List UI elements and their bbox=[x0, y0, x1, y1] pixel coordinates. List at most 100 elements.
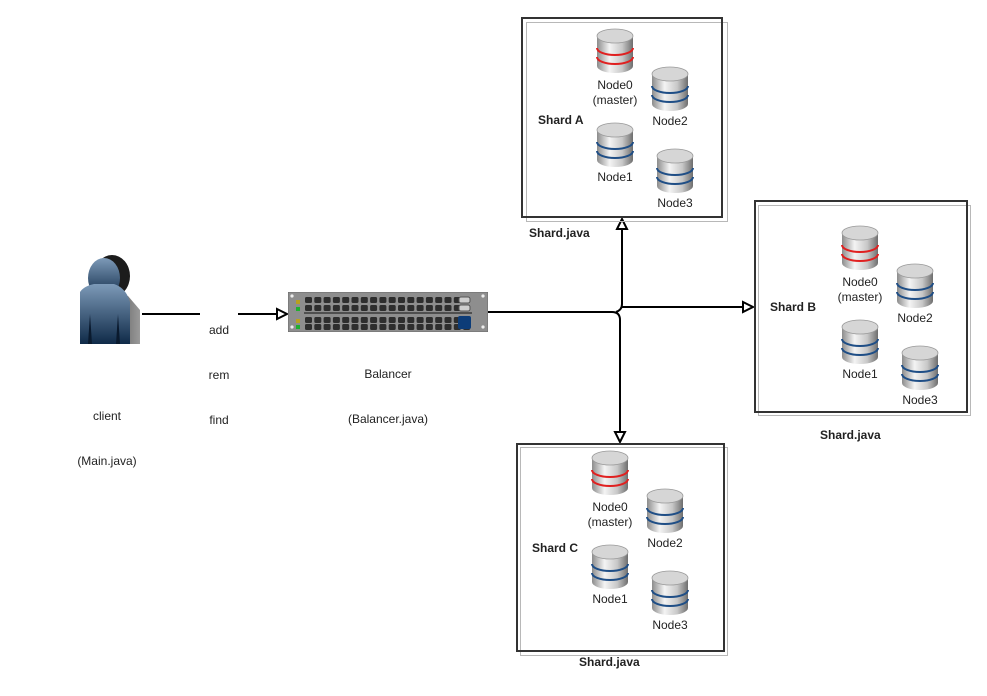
shard-b-node3-label: Node3 bbox=[880, 393, 960, 408]
rack-port bbox=[323, 324, 331, 330]
database-icon bbox=[596, 122, 634, 167]
shard-c-node2[interactable] bbox=[646, 488, 684, 539]
shard-c-container[interactable]: Shard C bbox=[516, 443, 725, 652]
rack-port bbox=[425, 317, 433, 323]
rack-screw bbox=[481, 325, 485, 329]
shard-a-container[interactable]: Shard A bbox=[521, 17, 723, 218]
shard-a-node2[interactable] bbox=[651, 66, 689, 117]
shard-c-node3-label: Node3 bbox=[630, 618, 710, 633]
node-role: (master) bbox=[592, 93, 638, 107]
rack-port bbox=[416, 305, 424, 311]
rack-drive bbox=[458, 296, 471, 304]
rack-port bbox=[370, 317, 378, 323]
rack-port bbox=[332, 324, 340, 330]
rack-panel bbox=[458, 316, 471, 329]
shard-a-node0[interactable] bbox=[596, 28, 634, 79]
client-file: (Main.java) bbox=[77, 454, 137, 468]
rack-port bbox=[407, 305, 415, 311]
rack-drive bbox=[458, 304, 471, 312]
shard-b-node0[interactable] bbox=[841, 225, 879, 276]
rack-port bbox=[416, 317, 424, 323]
balancer-file: (Balancer.java) bbox=[347, 412, 429, 426]
shard-c-node0[interactable] bbox=[591, 450, 629, 501]
node-name: Node2 bbox=[652, 114, 688, 128]
rack-port bbox=[305, 324, 312, 330]
rack-port bbox=[379, 317, 387, 323]
node-name: Node3 bbox=[657, 196, 693, 210]
rack-port bbox=[407, 324, 415, 330]
rack-port bbox=[435, 305, 443, 311]
rack-port bbox=[305, 305, 312, 311]
rack-port bbox=[398, 324, 405, 330]
rack-port bbox=[425, 297, 433, 303]
shard-c-node3[interactable] bbox=[651, 570, 689, 621]
shard-c-node1-label: Node1 bbox=[570, 592, 650, 607]
arrowhead-shard-c bbox=[613, 431, 627, 445]
edge-label-ops: add rem find bbox=[200, 293, 238, 443]
rack-port bbox=[444, 305, 452, 311]
arrowhead-balancer bbox=[276, 307, 290, 321]
database-icon bbox=[651, 570, 689, 615]
shard-b-node3[interactable] bbox=[901, 345, 939, 396]
node-name: Node1 bbox=[842, 367, 878, 381]
arrowhead-shard-a bbox=[615, 216, 629, 230]
shard-a-node0-label: Node0(master) bbox=[575, 78, 655, 108]
node-name: Node3 bbox=[902, 393, 938, 407]
database-icon bbox=[596, 28, 634, 73]
node-name: Node3 bbox=[652, 618, 688, 632]
rack-port bbox=[332, 317, 340, 323]
rack-port bbox=[323, 305, 331, 311]
client-name: client bbox=[92, 409, 121, 423]
op-rem: rem bbox=[208, 368, 230, 382]
shard-c-node1[interactable] bbox=[591, 544, 629, 595]
shard-b-title: Shard B bbox=[770, 300, 817, 314]
rack-port bbox=[379, 305, 387, 311]
node-name: Node1 bbox=[597, 170, 633, 184]
rack-port bbox=[351, 324, 359, 330]
rack-screw bbox=[290, 294, 294, 298]
rack-port bbox=[360, 297, 368, 303]
client-label: client (Main.java) bbox=[62, 379, 152, 484]
rack-port bbox=[370, 324, 378, 330]
node-name: Node0 bbox=[597, 78, 633, 92]
rack-port bbox=[351, 305, 359, 311]
rack-port bbox=[444, 317, 452, 323]
rack-port bbox=[388, 324, 396, 330]
led-amber bbox=[296, 319, 300, 323]
node-name: Node1 bbox=[592, 592, 628, 606]
node-name: Node2 bbox=[897, 311, 933, 325]
rack-port bbox=[342, 297, 350, 303]
server-rack-icon bbox=[287, 291, 489, 333]
led-green bbox=[296, 307, 300, 311]
shard-a-shadow bbox=[526, 22, 728, 222]
rack-port bbox=[435, 317, 443, 323]
node-role: (master) bbox=[837, 290, 883, 304]
client-node[interactable] bbox=[72, 254, 144, 351]
rack-port bbox=[323, 297, 331, 303]
database-icon bbox=[901, 345, 939, 390]
shard-a-node3-label: Node3 bbox=[635, 196, 715, 211]
shard-b-container[interactable]: Shard B bbox=[754, 200, 968, 413]
shard-c-node2-label: Node2 bbox=[625, 536, 705, 551]
led-amber bbox=[296, 300, 300, 304]
database-icon bbox=[841, 225, 879, 270]
node-name: Node2 bbox=[647, 536, 683, 550]
shard-a-node3[interactable] bbox=[656, 148, 694, 199]
shard-b-node0-label: Node0(master) bbox=[820, 275, 900, 305]
rack-port bbox=[314, 324, 322, 330]
user-icon bbox=[80, 255, 140, 344]
shard-b-node1[interactable] bbox=[841, 319, 879, 370]
rack-port bbox=[407, 297, 415, 303]
rack-port bbox=[370, 305, 378, 311]
rack-port bbox=[351, 297, 359, 303]
rack-port bbox=[444, 297, 452, 303]
shard-a-node1[interactable] bbox=[596, 122, 634, 173]
database-icon bbox=[591, 450, 629, 495]
rack-port bbox=[388, 297, 396, 303]
shard-b-node2[interactable] bbox=[896, 263, 934, 314]
rack-port bbox=[398, 317, 405, 323]
rack-screw bbox=[481, 294, 485, 298]
edge-balancer-trunk bbox=[488, 311, 621, 432]
balancer-node[interactable] bbox=[287, 291, 489, 337]
rack-port bbox=[398, 297, 405, 303]
